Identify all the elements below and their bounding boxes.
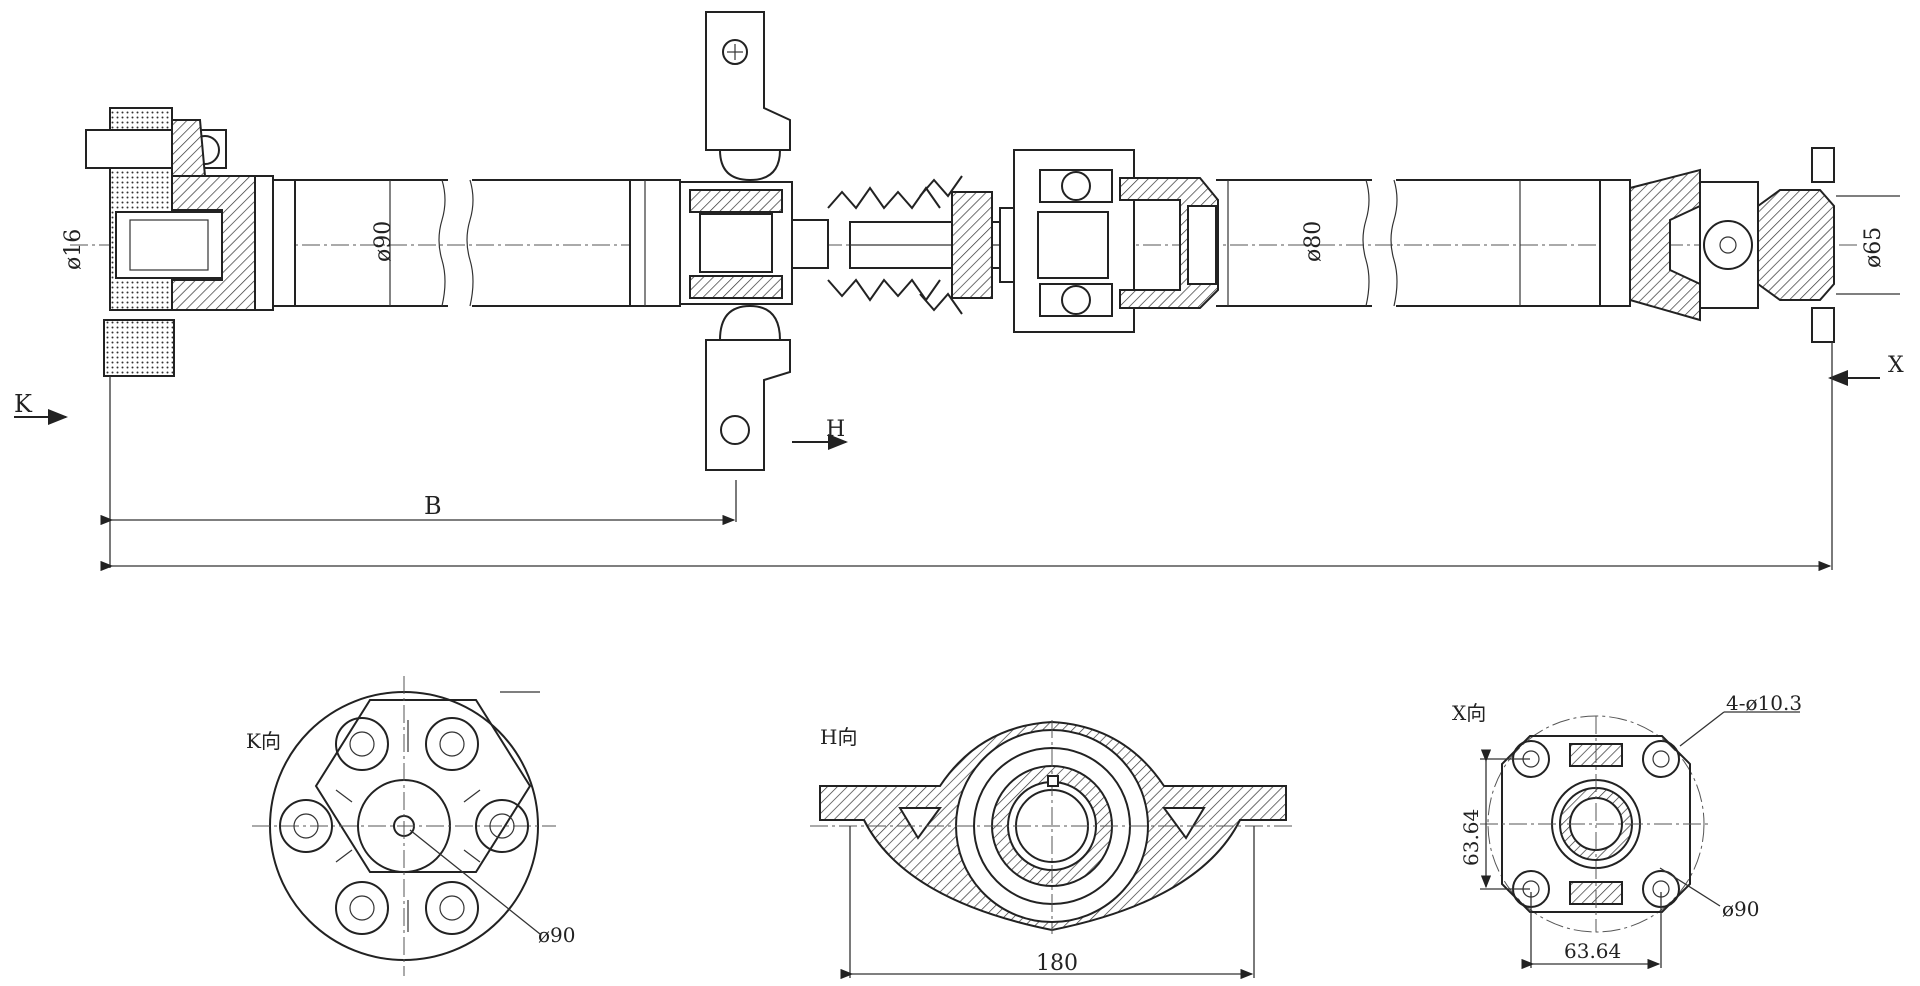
k-dia-90-label: ø90 — [538, 923, 576, 947]
flex-coupling-left — [85, 107, 271, 377]
center-bearing — [679, 11, 829, 471]
tube-left — [254, 175, 681, 311]
universal-joint-middle — [1013, 149, 1219, 333]
svg-text:X: X — [1888, 353, 1904, 378]
view-k-flex-disc: K向 ø90 — [246, 676, 576, 976]
dimension-b: B — [100, 376, 737, 568]
x-dim-vertical-label: 63.64 — [1459, 809, 1483, 866]
x-dim-horizontal-label: 63.64 — [1564, 939, 1621, 963]
universal-joint-right — [1629, 147, 1835, 343]
h-width-180-label: 180 — [1036, 951, 1078, 976]
view-x-flange: X向 4-ø10.3 63.64 63.64 ø90 — [1452, 691, 1802, 970]
shaft-assembly: ø16 ø90 ø80 ø65 K H X B — [14, 11, 1904, 572]
svg-text:H: H — [826, 417, 845, 442]
tube-right — [1216, 179, 1631, 307]
arrow-h: H — [792, 417, 848, 450]
x-dia-90-label: ø90 — [1722, 897, 1760, 921]
arrow-x: X — [1828, 353, 1904, 386]
dia-65-label: ø65 — [1861, 227, 1886, 268]
view-h-bracket: H向 180 — [810, 720, 1296, 980]
arrow-k: K — [14, 390, 68, 425]
x-holes-label: 4-ø10.3 — [1726, 691, 1802, 715]
view-x-label: X向 — [1452, 701, 1486, 725]
dimension-overall — [100, 342, 1833, 572]
svg-text:B: B — [424, 492, 442, 520]
dia-90-shaft-label: ø90 — [371, 221, 396, 262]
view-k-label: K向 — [246, 729, 281, 753]
k-bolt-holes — [279, 717, 529, 935]
dia-80-label: ø80 — [1301, 221, 1326, 262]
slip-joint-boot — [827, 175, 1041, 315]
svg-text:K: K — [14, 390, 33, 418]
dia-16-label: ø16 — [61, 229, 86, 270]
view-h-label: H向 — [820, 725, 857, 749]
